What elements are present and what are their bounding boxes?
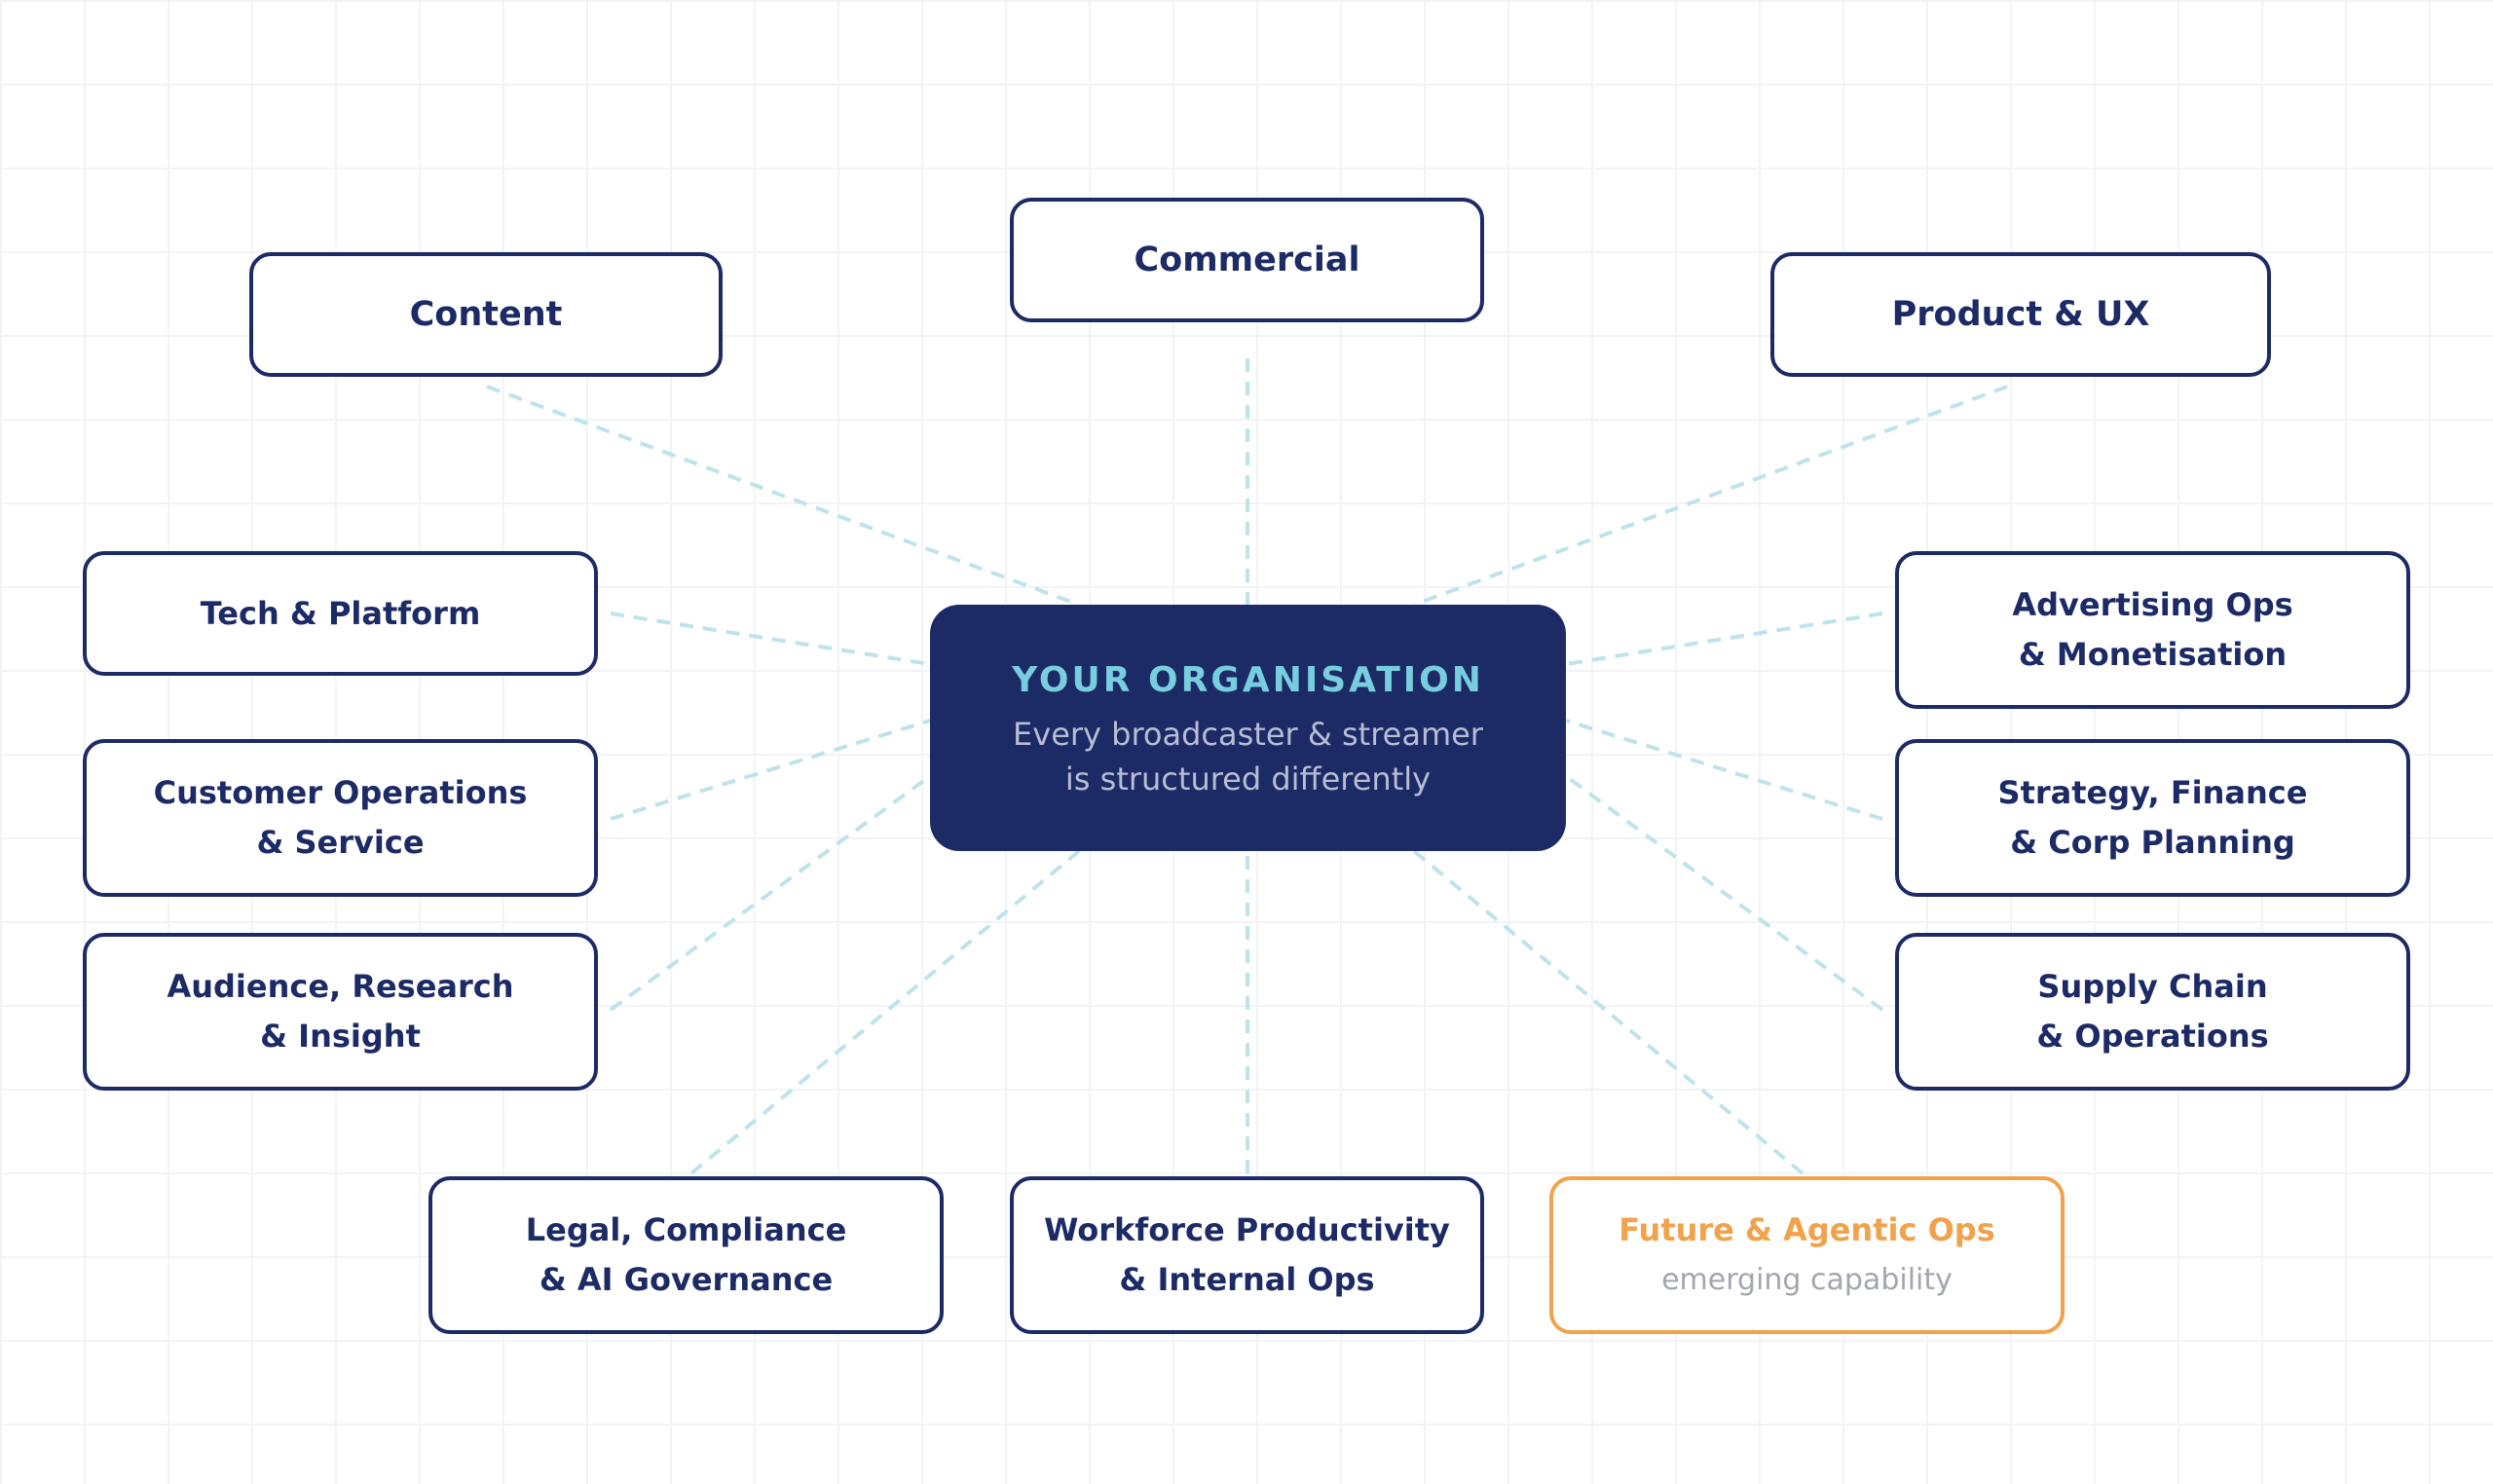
node-audience-research: Audience, Research & Insight bbox=[83, 933, 598, 1091]
node-future-agentic-ops: Future & Agentic Ops emerging capability bbox=[1549, 1176, 2065, 1334]
node-label-line-1: Advertising Ops bbox=[2012, 586, 2293, 623]
connector-strategy bbox=[1565, 719, 1883, 821]
connector-content bbox=[486, 385, 1080, 607]
node-label: Tech & Platform bbox=[200, 594, 481, 632]
node-label-line-2: & Service bbox=[256, 824, 425, 861]
node-label-line-1: Customer Operations bbox=[153, 774, 528, 811]
node-label: Content bbox=[409, 294, 563, 334]
node-tech-platform: Tech & Platform bbox=[83, 551, 598, 676]
node-workforce-productivity: Workforce Productivity & Internal Ops bbox=[1010, 1176, 1484, 1334]
connector-tech-platform bbox=[610, 612, 931, 666]
node-label-line-1: Audience, Research bbox=[167, 968, 514, 1005]
node-legal-compliance: Legal, Compliance & AI Governance bbox=[428, 1176, 944, 1334]
center-node-your-organisation: YOUR ORGANISATION Every broadcaster & st… bbox=[930, 605, 1566, 851]
node-commercial: Commercial bbox=[1010, 198, 1484, 322]
node-label-line-1: Legal, Compliance bbox=[525, 1211, 847, 1248]
node-label: Product & UX bbox=[1891, 294, 2150, 334]
node-label-line-1: Strategy, Finance bbox=[1997, 774, 2308, 811]
connector-customer-ops bbox=[610, 719, 931, 821]
center-subtitle-line-2: is structured differently bbox=[1064, 760, 1432, 798]
connector-audience bbox=[609, 774, 932, 1012]
node-content: Content bbox=[249, 252, 723, 377]
connector-supply-chain bbox=[1564, 774, 1884, 1012]
node-sublabel: emerging capability bbox=[1661, 1262, 1953, 1297]
node-label-line-2: & Corp Planning bbox=[2010, 824, 2295, 861]
node-label: Future & Agentic Ops bbox=[1619, 1210, 1995, 1248]
node-label-line-2: & Insight bbox=[260, 1018, 421, 1055]
connector-legal bbox=[689, 849, 1081, 1175]
connector-advertising bbox=[1565, 612, 1883, 666]
connector-product-ux bbox=[1413, 385, 2008, 607]
node-strategy-finance: Strategy, Finance & Corp Planning bbox=[1895, 739, 2410, 897]
connector-future bbox=[1412, 849, 1805, 1175]
node-label-line-2: & Monetisation bbox=[2018, 636, 2288, 673]
center-subtitle-line-1: Every broadcaster & streamer bbox=[1013, 715, 1483, 753]
node-advertising-ops: Advertising Ops & Monetisation bbox=[1895, 551, 2410, 709]
node-supply-chain: Supply Chain & Operations bbox=[1895, 933, 2410, 1091]
node-label-line-2: & Operations bbox=[2036, 1018, 2269, 1055]
node-label-line-2: & Internal Ops bbox=[1119, 1261, 1375, 1298]
node-label: Commercial bbox=[1134, 240, 1360, 279]
node-label-line-1: Supply Chain bbox=[2037, 968, 2268, 1005]
node-customer-operations: Customer Operations & Service bbox=[83, 739, 598, 897]
node-label-line-1: Workforce Productivity bbox=[1044, 1211, 1450, 1248]
center-title: YOUR ORGANISATION bbox=[1012, 659, 1484, 700]
node-label-line-2: & AI Governance bbox=[539, 1261, 834, 1298]
node-product-ux: Product & UX bbox=[1770, 252, 2271, 377]
